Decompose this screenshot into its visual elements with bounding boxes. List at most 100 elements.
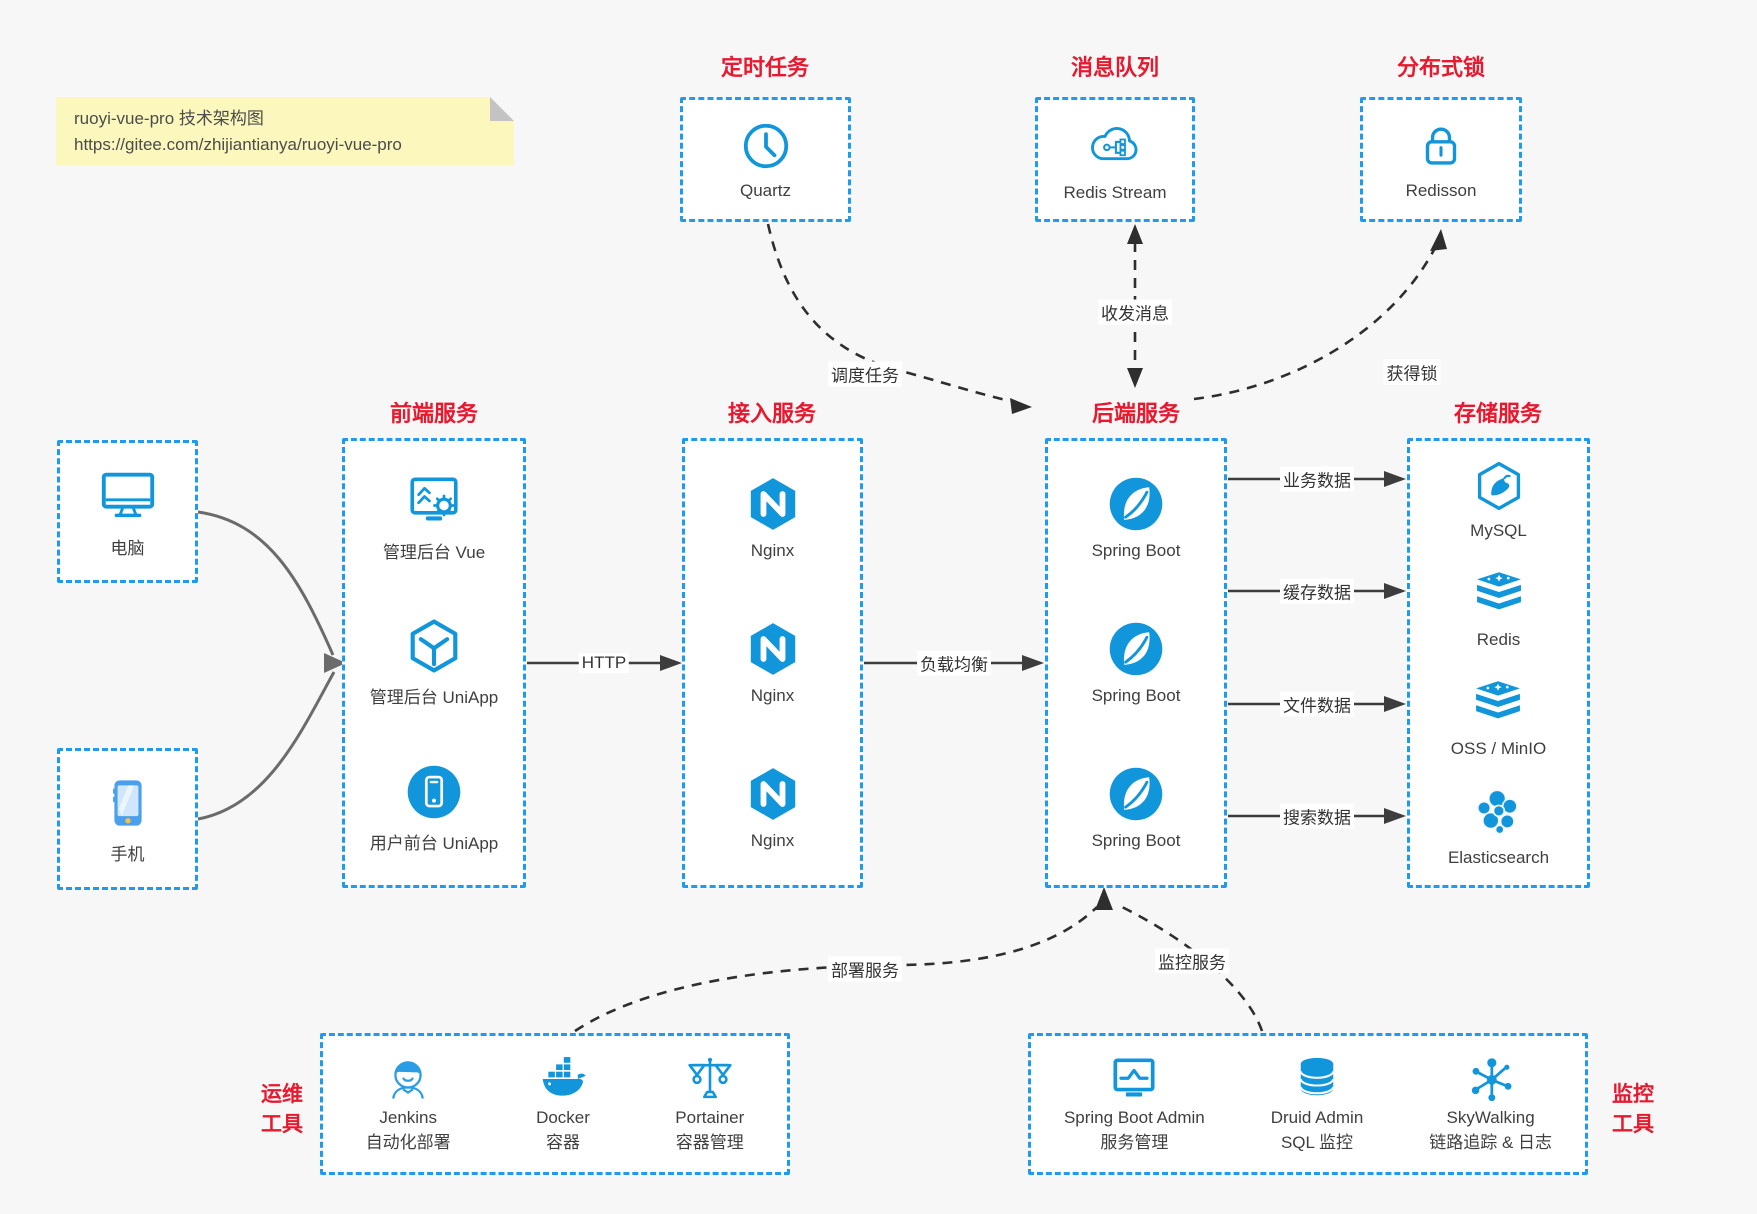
spring-icon: [1107, 620, 1165, 678]
ops-tools-side-label-line2: 工具: [261, 1113, 303, 1137]
monitor-chart-icon: [1108, 1053, 1160, 1105]
spring-icon: [1107, 765, 1165, 823]
column-gateway: Nginx Nginx Nginx: [682, 438, 863, 888]
edge-label-business-data: 业务数据: [1280, 466, 1354, 492]
node-springboot-1: Spring Boot: [1091, 475, 1181, 561]
node-oss-minio-label: OSS / MinIO: [1450, 738, 1547, 758]
column-storage: MySQL Redis OSS / MinIO Elasticsearch: [1407, 438, 1590, 888]
client-merge-arrowhead: [324, 653, 346, 673]
column-title-storage: 存储服务: [1453, 401, 1543, 426]
node-redis-label: Redis: [1476, 629, 1521, 649]
node-nginx-1: Nginx: [744, 475, 802, 561]
node-jenkins: Jenkins 自动化部署: [366, 1053, 451, 1155]
node-nginx-1-label: Nginx: [750, 540, 795, 560]
node-oss-minio: OSS / MinIO: [1451, 677, 1546, 759]
node-druid-admin-sublabel: SQL 监控: [1280, 1133, 1354, 1152]
column-title-backend: 后端服务: [1091, 401, 1181, 426]
elasticsearch-icon: [1471, 786, 1525, 840]
node-docker: Docker 容器: [536, 1053, 590, 1155]
clock-icon: [739, 119, 793, 173]
node-skywalking: SkyWalking 链路追踪 & 日志: [1429, 1053, 1552, 1155]
node-druid-admin-label: Druid Admin: [1270, 1108, 1364, 1128]
node-jenkins-sublabel: 自动化部署: [365, 1133, 451, 1152]
edge-label-acquire-lock: 获得锁: [1383, 359, 1441, 385]
node-redisson-label: Redisson: [1405, 180, 1477, 200]
solid-arrowheads: [660, 471, 1406, 824]
jenkins-icon: [382, 1053, 434, 1105]
node-docker-sublabel: 容器: [545, 1133, 580, 1152]
node-nginx-2-label: Nginx: [750, 685, 795, 705]
node-admin-vue: 管理后台 Vue: [383, 472, 485, 563]
node-admin-uniapp-label: 管理后台 UniApp: [369, 688, 499, 708]
note-url: https://gitee.com/zhijiantianya/ruoyi-vu…: [74, 135, 402, 154]
node-nginx-2: Nginx: [744, 620, 802, 706]
node-elasticsearch-label: Elasticsearch: [1447, 847, 1550, 867]
edge-label-file-data: 文件数据: [1280, 691, 1354, 717]
node-portainer-sublabel: 容器管理: [675, 1133, 744, 1152]
nginx-icon: [744, 475, 802, 533]
column-frontend: 管理后台 Vue 管理后台 UniApp 用户前台 UniApp: [342, 438, 526, 888]
node-mysql-label: MySQL: [1470, 520, 1527, 540]
node-springboot-1-label: Spring Boot: [1091, 540, 1181, 560]
edge-label-load-balance: 负载均衡: [917, 650, 991, 676]
node-mysql: MySQL: [1470, 459, 1527, 541]
note-fold-corner: [490, 97, 514, 121]
spring-icon: [1107, 475, 1165, 533]
node-nginx-3-label: Nginx: [750, 831, 795, 851]
edge-label-cache-data: 缓存数据: [1280, 578, 1354, 604]
node-user-uniapp-label: 用户前台 UniApp: [369, 833, 499, 853]
mysql-icon: [1472, 459, 1526, 513]
oss-stack-icon: [1471, 677, 1525, 731]
node-docker-label: Docker: [536, 1108, 590, 1128]
monitoring-tools-side-label-line1: 监控: [1612, 1083, 1654, 1106]
node-mobile: 手机: [57, 748, 198, 890]
ops-tools-side-label: 运维 工具: [250, 1080, 314, 1141]
edge-label-deploy: 部署服务: [828, 956, 902, 982]
dashed-arrowheads: [1010, 224, 1447, 910]
node-admin-uniapp: 管理后台 UniApp: [370, 617, 498, 708]
node-springboot-3: Spring Boot: [1091, 765, 1181, 851]
client-merge-curves: [197, 510, 336, 821]
node-springboot-2: Spring Boot: [1092, 620, 1180, 706]
redis-stack-icon: [1472, 568, 1526, 622]
sticky-note: ruoyi-vue-pro 技术架构图 https://gitee.com/zh…: [56, 97, 514, 165]
user-app-icon: [405, 763, 463, 821]
column-title-frontend: 前端服务: [389, 401, 479, 426]
node-spring-boot-admin-sublabel: 服务管理: [1100, 1133, 1169, 1152]
edge-label-search-data: 搜索数据: [1280, 803, 1354, 829]
edge-label-http: HTTP: [578, 653, 630, 673]
note-title: ruoyi-vue-pro 技术架构图: [74, 109, 264, 128]
node-spring-boot-admin-label: Spring Boot Admin: [1063, 1108, 1205, 1128]
edge-label-message: 收发消息: [1098, 299, 1172, 325]
node-redis: Redis: [1472, 568, 1526, 650]
cloud-stream-icon: [1086, 117, 1144, 175]
node-springboot-3-label: Spring Boot: [1091, 831, 1181, 851]
ops-tools-box: Jenkins 自动化部署 Docker 容器 Portainer 容器管理: [320, 1033, 790, 1175]
group-title-message-queue: 消息队列: [1070, 55, 1160, 80]
solid-arrows: [527, 477, 1385, 818]
node-pc-label: 电脑: [110, 539, 145, 558]
node-pc: 电脑: [57, 440, 198, 583]
group-title-scheduled-tasks: 定时任务: [720, 55, 810, 80]
node-spring-boot-admin: Spring Boot Admin 服务管理: [1064, 1053, 1205, 1155]
nginx-icon: [744, 765, 802, 823]
nginx-icon: [744, 620, 802, 678]
edge-label-schedule: 调度任务: [828, 361, 902, 387]
portainer-icon: [684, 1053, 736, 1105]
docker-icon: [537, 1053, 589, 1105]
node-skywalking-sublabel: 链路追踪 & 日志: [1429, 1133, 1553, 1152]
node-mobile-label: 手机: [110, 844, 145, 864]
node-nginx-3: Nginx: [744, 765, 802, 851]
node-user-uniapp: 用户前台 UniApp: [370, 763, 498, 854]
node-quartz-label: Quartz: [739, 180, 792, 200]
node-quartz: Quartz: [680, 97, 851, 222]
monitoring-tools-box: Spring Boot Admin 服务管理 Druid Admin SQL 监…: [1028, 1033, 1588, 1175]
group-title-distributed-lock: 分布式锁: [1396, 55, 1486, 80]
monitoring-tools-side-label-line2: 工具: [1612, 1113, 1654, 1137]
edge-label-monitor: 监控服务: [1155, 948, 1229, 974]
smartphone-icon: [99, 774, 157, 832]
admin-vue-icon: [405, 472, 463, 530]
ops-tools-side-label-line1: 运维: [261, 1083, 303, 1106]
node-redisson: Redisson: [1360, 97, 1522, 222]
